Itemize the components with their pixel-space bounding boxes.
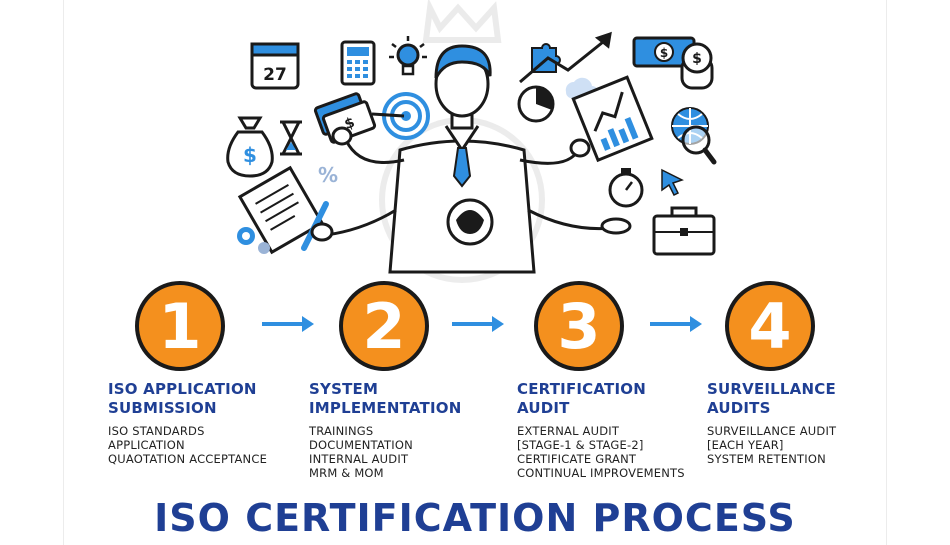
step-item: [EACH YEAR]: [707, 438, 784, 452]
step-1-circle: 1: [135, 281, 225, 371]
step-item: TRAININGS: [309, 424, 374, 438]
calendar-icon: 27: [250, 42, 300, 90]
step-1-number: 1: [158, 289, 202, 363]
percent-icon: %: [318, 163, 338, 187]
step-item: MRM & MOM: [309, 466, 384, 480]
trend-arrow-icon: [519, 31, 612, 84]
hourglass-icon: [280, 120, 302, 156]
step-item: EXTERNAL AUDIT: [517, 424, 620, 438]
step-1-title: ISO APPLICATION SUBMISSION: [108, 380, 257, 417]
step-3-text: CERTIFICATION AUDIT EXTERNAL AUDIT [STAG…: [517, 380, 702, 480]
step-3-title: CERTIFICATION AUDIT: [517, 380, 646, 417]
step-item: ISO STANDARDS: [108, 424, 205, 438]
frame-border-left: [63, 0, 64, 545]
frame-border-right: [886, 0, 887, 545]
briefcase-icon: [652, 206, 716, 256]
svg-text:$: $: [660, 46, 668, 60]
target-icon: [371, 92, 430, 140]
step-item: SURVEILLANCE AUDIT: [707, 424, 837, 438]
businessman-illustration: 27 $ $: [226, 0, 717, 283]
lightbulb-icon: [389, 36, 427, 76]
step-item: INTERNAL AUDIT: [309, 452, 409, 466]
step-4-title: SURVEILLANCE AUDITS: [707, 380, 836, 417]
page-title: ISO CERTIFICATION PROCESS: [154, 496, 796, 540]
arrow-icon: [650, 316, 702, 332]
step-4-circle: 4: [725, 281, 815, 371]
pie-chart-icon: [517, 85, 555, 123]
gears-icon: [237, 227, 270, 254]
cursor-icon: [661, 168, 684, 197]
step-item: CERTIFICATE GRANT: [517, 452, 637, 466]
step-item: APPLICATION: [108, 438, 185, 452]
arrow-icon: [452, 316, 504, 332]
step-item: [STAGE-1 & STAGE-2]: [517, 438, 644, 452]
calculator-icon: [340, 40, 376, 86]
step-2-items: TRAININGS DOCUMENTATION INTERNAL AUDIT M…: [309, 424, 509, 480]
stopwatch-icon: [608, 168, 644, 208]
businessman-icon: [310, 44, 632, 274]
step-item: SYSTEM RETENTION: [707, 452, 826, 466]
globe-magnifier-icon: [671, 107, 717, 165]
svg-text:$: $: [692, 51, 702, 67]
step-3-circle: 3: [534, 281, 624, 371]
step-item: QUAOTATION ACCEPTANCE: [108, 452, 268, 466]
arrow-icon: [262, 316, 314, 332]
step-1-text: ISO APPLICATION SUBMISSION ISO STANDARDS…: [108, 380, 308, 466]
coins-icon: $: [680, 42, 714, 90]
step-3-items: EXTERNAL AUDIT [STAGE-1 & STAGE-2] CERTI…: [517, 424, 702, 480]
svg-text:$: $: [243, 143, 257, 167]
step-item: CONTINUAL IMPROVEMENTS: [517, 466, 685, 480]
step-2-circle: 2: [339, 281, 429, 371]
step-1-items: ISO STANDARDS APPLICATION QUAOTATION ACC…: [108, 424, 308, 466]
step-item: DOCUMENTATION: [309, 438, 413, 452]
step-2-text: SYSTEM IMPLEMENTATION TRAININGS DOCUMENT…: [309, 380, 509, 480]
step-3-number: 3: [557, 289, 601, 363]
step-4-items: SURVEILLANCE AUDIT [EACH YEAR] SYSTEM RE…: [707, 424, 882, 466]
money-bag-icon: $: [226, 116, 274, 178]
step-4-text: SURVEILLANCE AUDITS SURVEILLANCE AUDIT […: [707, 380, 882, 466]
step-2-title: SYSTEM IMPLEMENTATION: [309, 380, 462, 417]
chart-document-icon: [571, 75, 654, 163]
step-4-number: 4: [748, 289, 792, 363]
step-2-number: 2: [362, 289, 406, 363]
svg-text:27: 27: [263, 65, 287, 85]
